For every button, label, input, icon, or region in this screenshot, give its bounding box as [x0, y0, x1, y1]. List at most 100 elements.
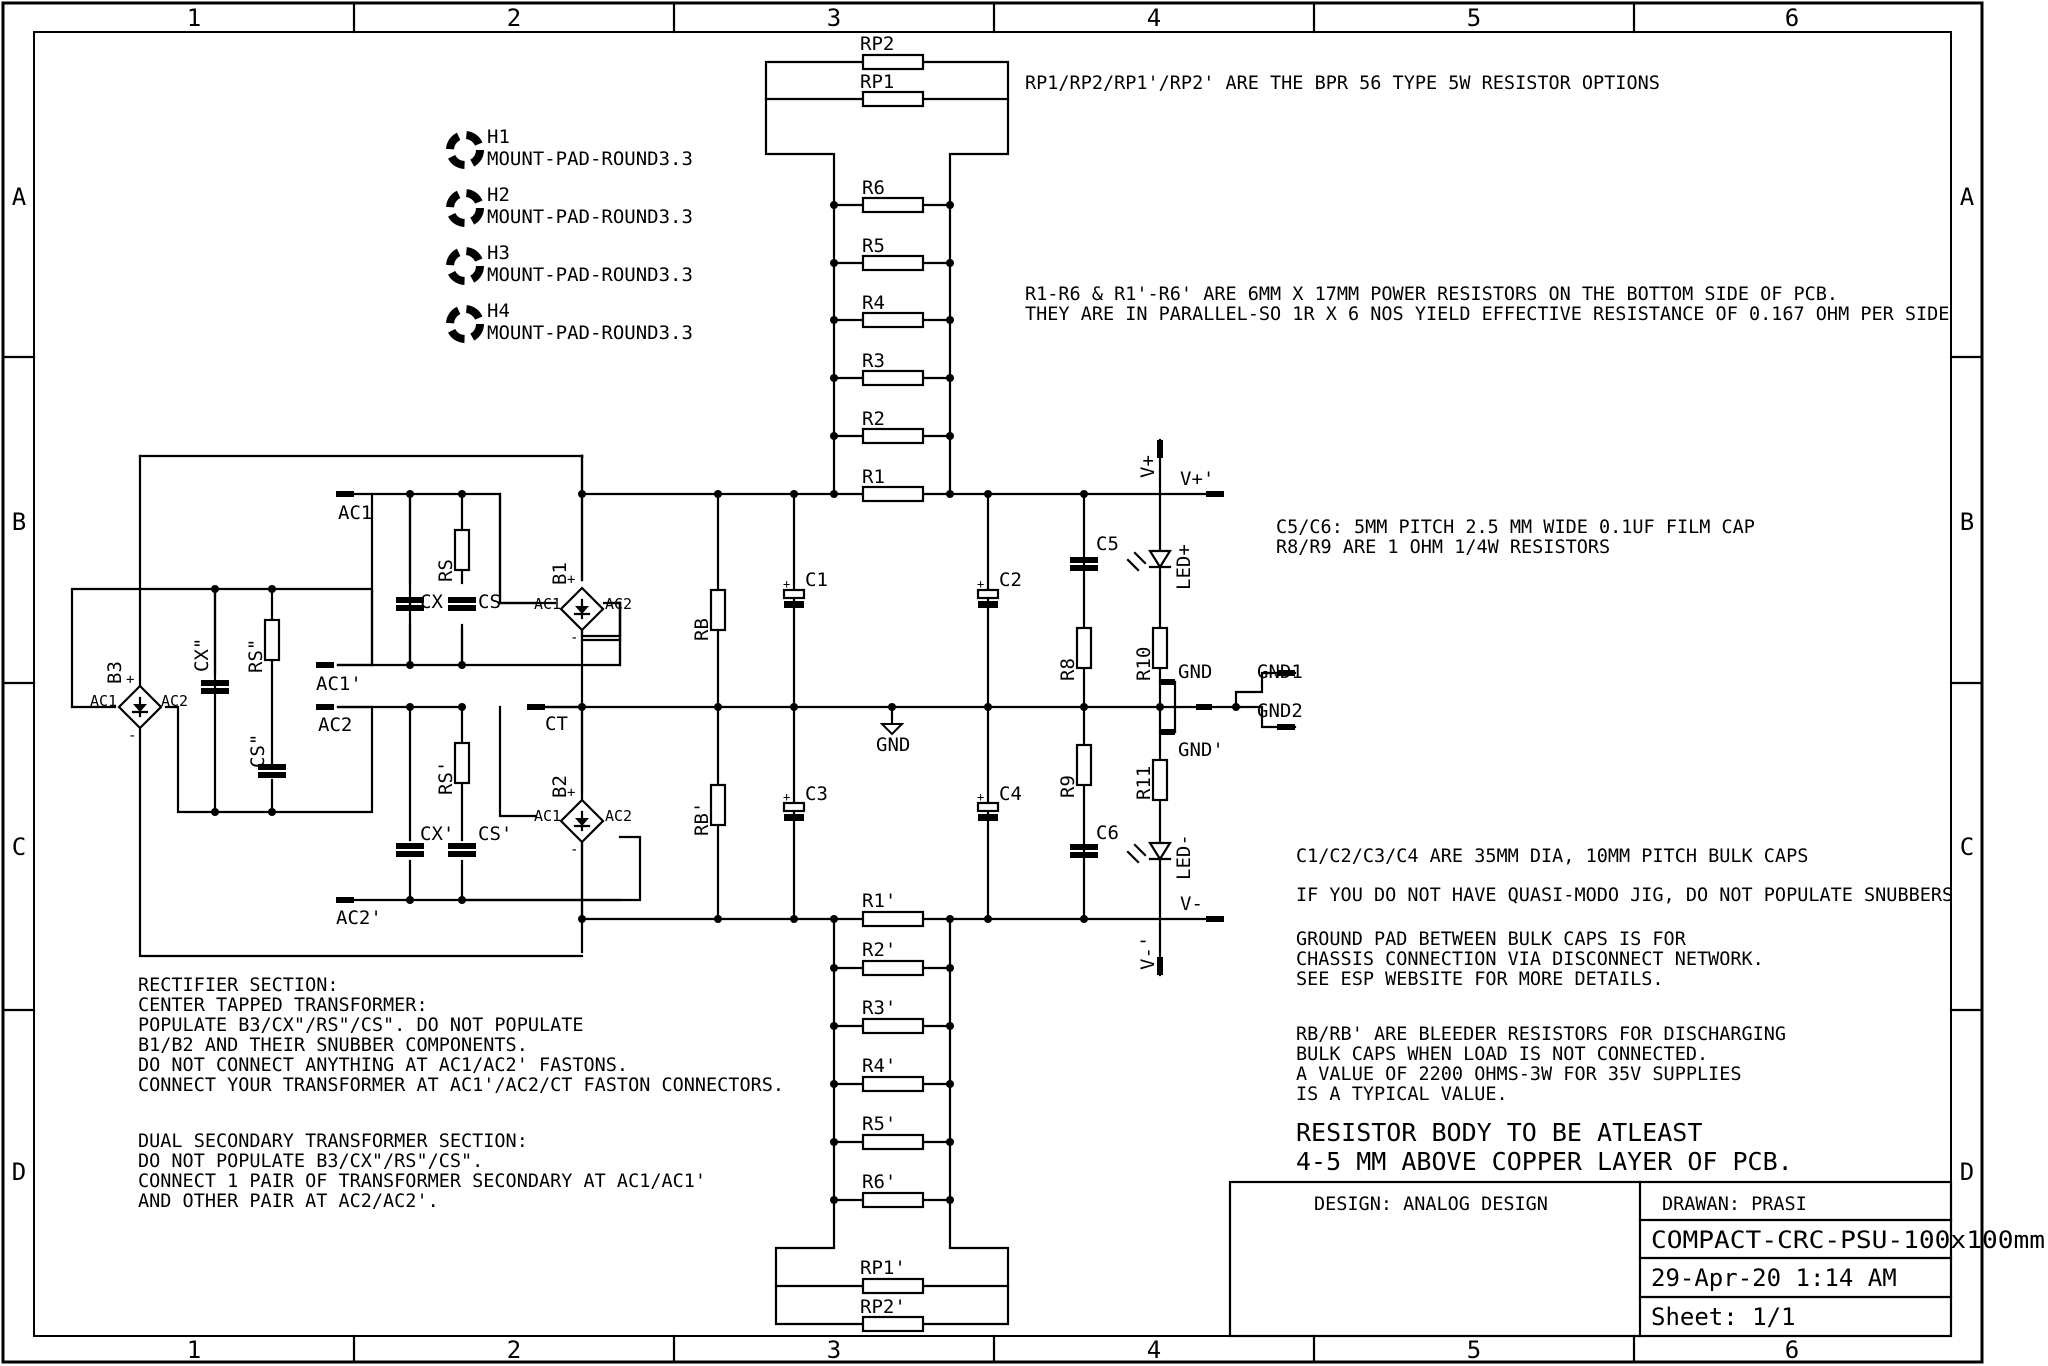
resistor-r4[interactable]: [861, 311, 925, 329]
junctions: [211, 201, 1240, 1204]
capacitor-cspp[interactable]: [258, 764, 286, 778]
svg-text:+: +: [977, 577, 984, 591]
note-bulk: SEE ESP WEBSITE FOR MORE DETAILS.: [1296, 969, 1664, 990]
label-cs: CS: [478, 591, 501, 613]
capacitor-cx[interactable]: [396, 597, 424, 611]
column-label-bottom: 3: [827, 1336, 841, 1364]
note-bulk: BULK CAPS WHEN LOAD IS NOT CONNECTED.: [1296, 1044, 1708, 1065]
note-power-resistors: R1-R6 & R1'-R6' ARE 6MM X 17MM POWER RES…: [1025, 284, 1838, 305]
resistor-rp2[interactable]: [861, 53, 925, 71]
resistor-rp1p[interactable]: [861, 1277, 925, 1295]
label-r6p: R6': [862, 1171, 896, 1193]
capacitor-cs[interactable]: [448, 597, 476, 611]
resistor-r8[interactable]: [1075, 626, 1093, 670]
capacitor-c6[interactable]: [1070, 844, 1098, 858]
label-r6: R6: [862, 177, 885, 199]
label-r1: R1: [862, 466, 885, 488]
label-b3: B3: [104, 661, 126, 684]
capacitor-c3[interactable]: +: [782, 790, 806, 821]
resistor-r9[interactable]: [1075, 743, 1093, 787]
label-csp: CS': [478, 823, 512, 845]
capacitor-c2[interactable]: +: [976, 577, 1000, 608]
label-rb: RB: [691, 618, 713, 641]
resistor-r3p[interactable]: [861, 1017, 925, 1035]
resistor-r10[interactable]: [1151, 626, 1169, 670]
resistor-r6[interactable]: [861, 196, 925, 214]
label-rp1p: RP1': [860, 1257, 906, 1279]
sheet-frame: 1 2 3 4 5 6 1 2 3 4 5 6 A B C D A B C D: [1, 1, 1984, 1364]
label-r5: R5: [862, 235, 885, 257]
resistor-rp2p[interactable]: [861, 1315, 925, 1333]
title-block-date: 29-Apr-20 1:14 AM: [1651, 1264, 1897, 1292]
resistor-r4p[interactable]: [861, 1075, 925, 1093]
note-film-cap: R8/R9 ARE 1 OHM 1/4W RESISTORS: [1276, 537, 1610, 558]
label-b3-ac2: AC2: [161, 692, 188, 710]
capacitors: + + + +: [201, 557, 1098, 858]
capacitor-c5[interactable]: [1070, 557, 1098, 571]
led-positive[interactable]: [1126, 549, 1172, 572]
capacitor-labels: CX CS CX' CS' CX" CS" C1 C2 C3 C4 C5 C6: [191, 533, 1119, 845]
label-r4: R4: [862, 292, 885, 314]
column-label-bottom: 6: [1785, 1336, 1799, 1364]
label-gnd-p: GND': [1178, 739, 1224, 761]
row-label-left: B: [12, 508, 26, 536]
note-body-height: RESISTOR BODY TO BE ATLEAST: [1296, 1118, 1702, 1147]
svg-text:+: +: [977, 790, 984, 804]
note-body-height: 4-5 MM ABOVE COPPER LAYER OF PCB.: [1296, 1147, 1793, 1176]
note-bulk: RB/RB' ARE BLEEDER RESISTORS FOR DISCHAR…: [1296, 1024, 1786, 1045]
resistor-r3[interactable]: [861, 369, 925, 387]
label-r2: R2: [862, 408, 885, 430]
label-vplus-p: V+': [1180, 468, 1214, 490]
note-bulk: GROUND PAD BETWEEN BULK CAPS IS FOR: [1296, 929, 1687, 950]
capacitor-cxpp[interactable]: [201, 680, 229, 694]
mount-pad-ref: H2: [487, 184, 510, 206]
resistor-rp1[interactable]: [861, 90, 925, 108]
capacitor-csp[interactable]: [448, 843, 476, 857]
label-b1: B1: [549, 562, 571, 585]
resistor-r5[interactable]: [861, 254, 925, 272]
resistor-rs[interactable]: [453, 528, 471, 572]
resistor-r5p[interactable]: [861, 1133, 925, 1151]
title-block-drawn: DRAWAN: PRASI: [1662, 1194, 1807, 1215]
resistor-r2[interactable]: [861, 427, 925, 445]
resistor-rsp[interactable]: [453, 741, 471, 785]
resistor-r1[interactable]: [861, 485, 925, 503]
svg-text:+: +: [783, 577, 790, 591]
note-bulk: IF YOU DO NOT HAVE QUASI-MODO JIG, DO NO…: [1296, 885, 1953, 906]
resistor-r2p[interactable]: [861, 959, 925, 977]
resistor-rbp[interactable]: [709, 783, 727, 827]
label-gnd: GND: [1178, 661, 1212, 683]
column-label-bottom: 1: [187, 1336, 201, 1364]
title-block-sheet: Sheet: 1/1: [1651, 1303, 1796, 1331]
capacitor-c4[interactable]: +: [976, 790, 1000, 821]
resistor-rb[interactable]: [709, 588, 727, 632]
label-b1-plus: +: [567, 572, 575, 588]
column-label-top: 3: [827, 4, 841, 32]
label-gnd-symbol: GND: [876, 734, 910, 756]
label-cxp: CX': [420, 823, 454, 845]
column-label-top: 6: [1785, 4, 1799, 32]
led-negative[interactable]: [1126, 841, 1172, 864]
label-ac1: AC1: [338, 502, 372, 524]
resistor-r11[interactable]: [1151, 758, 1169, 802]
note-rectifier: DO NOT POPULATE B3/CX"/RS"/CS".: [138, 1151, 483, 1172]
bridge-rectifier-b1[interactable]: [559, 586, 605, 632]
label-vminus: V-: [1180, 893, 1203, 915]
note-rectifier: DO NOT CONNECT ANYTHING AT AC1/AC2' FAST…: [138, 1055, 628, 1076]
resistor-r6p[interactable]: [861, 1191, 925, 1209]
mount-pad-ref: H3: [487, 242, 510, 264]
title-block-design: DESIGN: ANALOG DESIGN: [1314, 1194, 1548, 1215]
resistor-r1p[interactable]: [861, 910, 925, 928]
mount-pad-value: MOUNT-PAD-ROUND3.3: [487, 322, 693, 344]
resistor-rspp[interactable]: [263, 618, 281, 662]
bridge-rectifier-b3[interactable]: [117, 684, 163, 730]
note-power-resistors: THEY ARE IN PARALLEL-SO 1R X 6 NOS YIELD…: [1025, 304, 1949, 325]
capacitor-c1[interactable]: +: [782, 577, 806, 608]
label-b2: B2: [549, 775, 571, 798]
capacitor-cxp[interactable]: [396, 843, 424, 857]
column-label-top: 1: [187, 4, 201, 32]
bridge-rectifier-b2[interactable]: [559, 798, 605, 844]
row-label-left: D: [12, 1158, 26, 1186]
label-rp1: RP1: [860, 71, 894, 93]
notes: RP1/RP2/RP1'/RP2' ARE THE BPR 56 TYPE 5W…: [138, 73, 1953, 1212]
